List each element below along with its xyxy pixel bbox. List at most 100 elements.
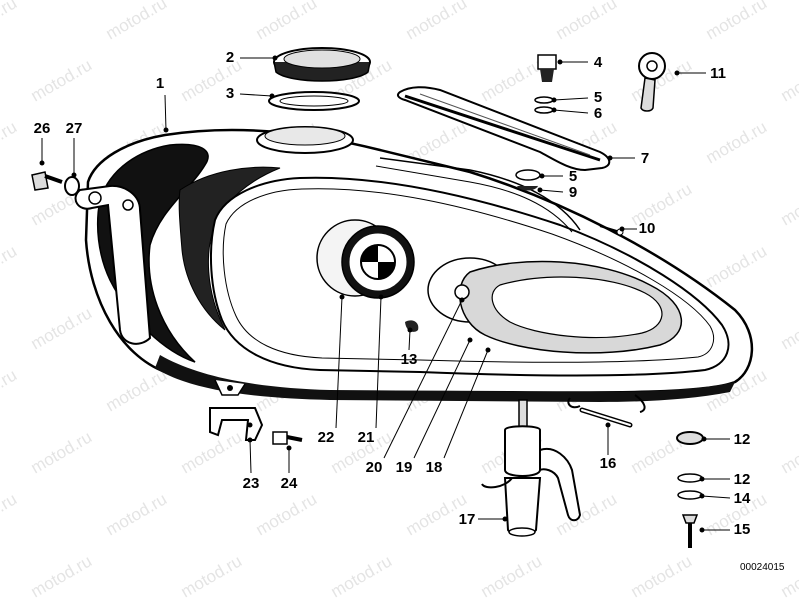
callout-anchor-dot — [699, 527, 705, 533]
knee-pad — [427, 257, 683, 354]
watermark-text: motod.ru — [328, 551, 396, 599]
callout-label: 9 — [569, 184, 577, 201]
callout-label: 6 — [594, 105, 602, 122]
watermark-text: motod.ru — [403, 0, 471, 43]
fuel-tap — [481, 399, 582, 537]
watermark-text: motod.ru — [103, 365, 171, 415]
callout-label: 20 — [366, 459, 383, 476]
watermark-text: motod.ru — [0, 489, 20, 539]
watermark-text: motod.ru — [778, 179, 799, 229]
callout-label: 12 — [734, 431, 751, 448]
watermark-text: motod.ru — [778, 303, 799, 353]
callout-anchor-dot — [551, 97, 557, 103]
screw-assembly-top — [534, 54, 557, 114]
watermark-text: motod.ru — [28, 427, 96, 477]
callout-label: 18 — [426, 459, 443, 476]
watermark-text: motod.ru — [253, 0, 321, 43]
reference-number: 00024015 — [740, 562, 785, 573]
watermark-text: motod.ru — [0, 0, 20, 43]
watermark-text: motod.ru — [778, 427, 799, 477]
callout-leader-line — [413, 339, 471, 459]
callout-label: 7 — [641, 150, 649, 167]
screw-assembly-mid — [515, 169, 541, 191]
callout-label: 21 — [358, 429, 375, 446]
callout-label: 12 — [734, 471, 751, 488]
callout-leader-line — [164, 94, 167, 131]
callout-label: 3 — [226, 85, 234, 102]
callout-anchor-dot — [539, 173, 545, 179]
filler-cap — [273, 47, 371, 82]
watermark-text: motod.ru — [178, 427, 246, 477]
callout-anchor-dot — [269, 93, 275, 99]
callout-anchor-dot — [537, 187, 543, 193]
callout-label: 13 — [401, 351, 418, 368]
watermark-text: motod.ru — [28, 303, 96, 353]
callout-label: 27 — [66, 120, 83, 137]
callout-label: 26 — [34, 120, 51, 137]
callout-label: 22 — [318, 429, 335, 446]
callout-anchor-dot — [459, 297, 465, 303]
callout-anchor-dot — [467, 337, 473, 343]
callout-anchor-dot — [485, 347, 491, 353]
watermark-text: motod.ru — [778, 55, 799, 105]
watermark-text: motod.ru — [628, 551, 696, 599]
callout-label: 16 — [600, 455, 617, 472]
callout-label: 1 — [156, 75, 164, 92]
callout-anchor-dot — [674, 70, 680, 76]
watermark-text: motod.ru — [703, 117, 771, 167]
callout-leader-line — [239, 93, 273, 97]
callout-leader-line — [539, 189, 564, 193]
callout-anchor-dot — [619, 226, 625, 232]
callout-anchor-dot — [407, 327, 413, 333]
bolt-24 — [272, 431, 303, 445]
watermark-text: motod.ru — [478, 55, 546, 105]
callout-label: 4 — [594, 54, 603, 71]
callout-anchor-dot — [607, 155, 613, 161]
callout-label: 23 — [243, 475, 260, 492]
watermark-text: motod.ru — [253, 489, 321, 539]
watermark-text: motod.ru — [28, 551, 96, 599]
watermark-text: motod.ru — [103, 0, 171, 43]
callout-anchor-dot — [502, 516, 508, 522]
callout-anchor-dot — [699, 493, 705, 499]
callout-anchor-dot — [605, 422, 611, 428]
watermark-text: motod.ru — [0, 117, 20, 167]
callout-leader-line — [335, 296, 343, 429]
washer-12-a — [676, 431, 704, 445]
callout-anchor-dot — [163, 127, 169, 133]
callout-leader-line — [375, 296, 382, 429]
callout-leader-line — [553, 97, 589, 101]
callout-anchor-dot — [701, 436, 707, 442]
callout-label: 10 — [639, 220, 656, 237]
callout-leader-line — [249, 439, 252, 474]
watermark-text: motod.ru — [0, 365, 20, 415]
filler-gasket — [268, 91, 360, 111]
callout-label: 14 — [734, 490, 751, 507]
callout-label: 19 — [396, 459, 413, 476]
washer-27 — [64, 176, 80, 196]
callout-label: 2 — [226, 49, 234, 66]
callout-label: 5 — [569, 168, 577, 185]
callout-anchor-dot — [272, 55, 278, 61]
watermark-text: motod.ru — [553, 0, 621, 43]
callout-anchor-dot — [286, 445, 292, 451]
callout-leader-line — [553, 109, 589, 114]
callout-anchor-dot — [71, 172, 77, 178]
bracket-23 — [209, 407, 264, 441]
callout-anchor-dot — [551, 107, 557, 113]
watermark-text: motod.ru — [628, 179, 696, 229]
watermark-text: motod.ru — [178, 55, 246, 105]
watermark-text: motod.ru — [703, 241, 771, 291]
watermark-text: motod.ru — [178, 551, 246, 599]
washer-14 — [677, 490, 703, 500]
watermark-text: motod.ru — [778, 551, 799, 599]
callout-leader-line — [383, 299, 463, 459]
callout-anchor-dot — [699, 476, 705, 482]
callout-leader-line — [701, 495, 731, 499]
watermark-text: motod.ru — [478, 551, 546, 599]
watermark-text: motod.ru — [28, 55, 96, 105]
callout-leader-line — [408, 329, 411, 351]
watermark-text: motod.ru — [703, 0, 771, 43]
callout-anchor-dot — [39, 160, 45, 166]
